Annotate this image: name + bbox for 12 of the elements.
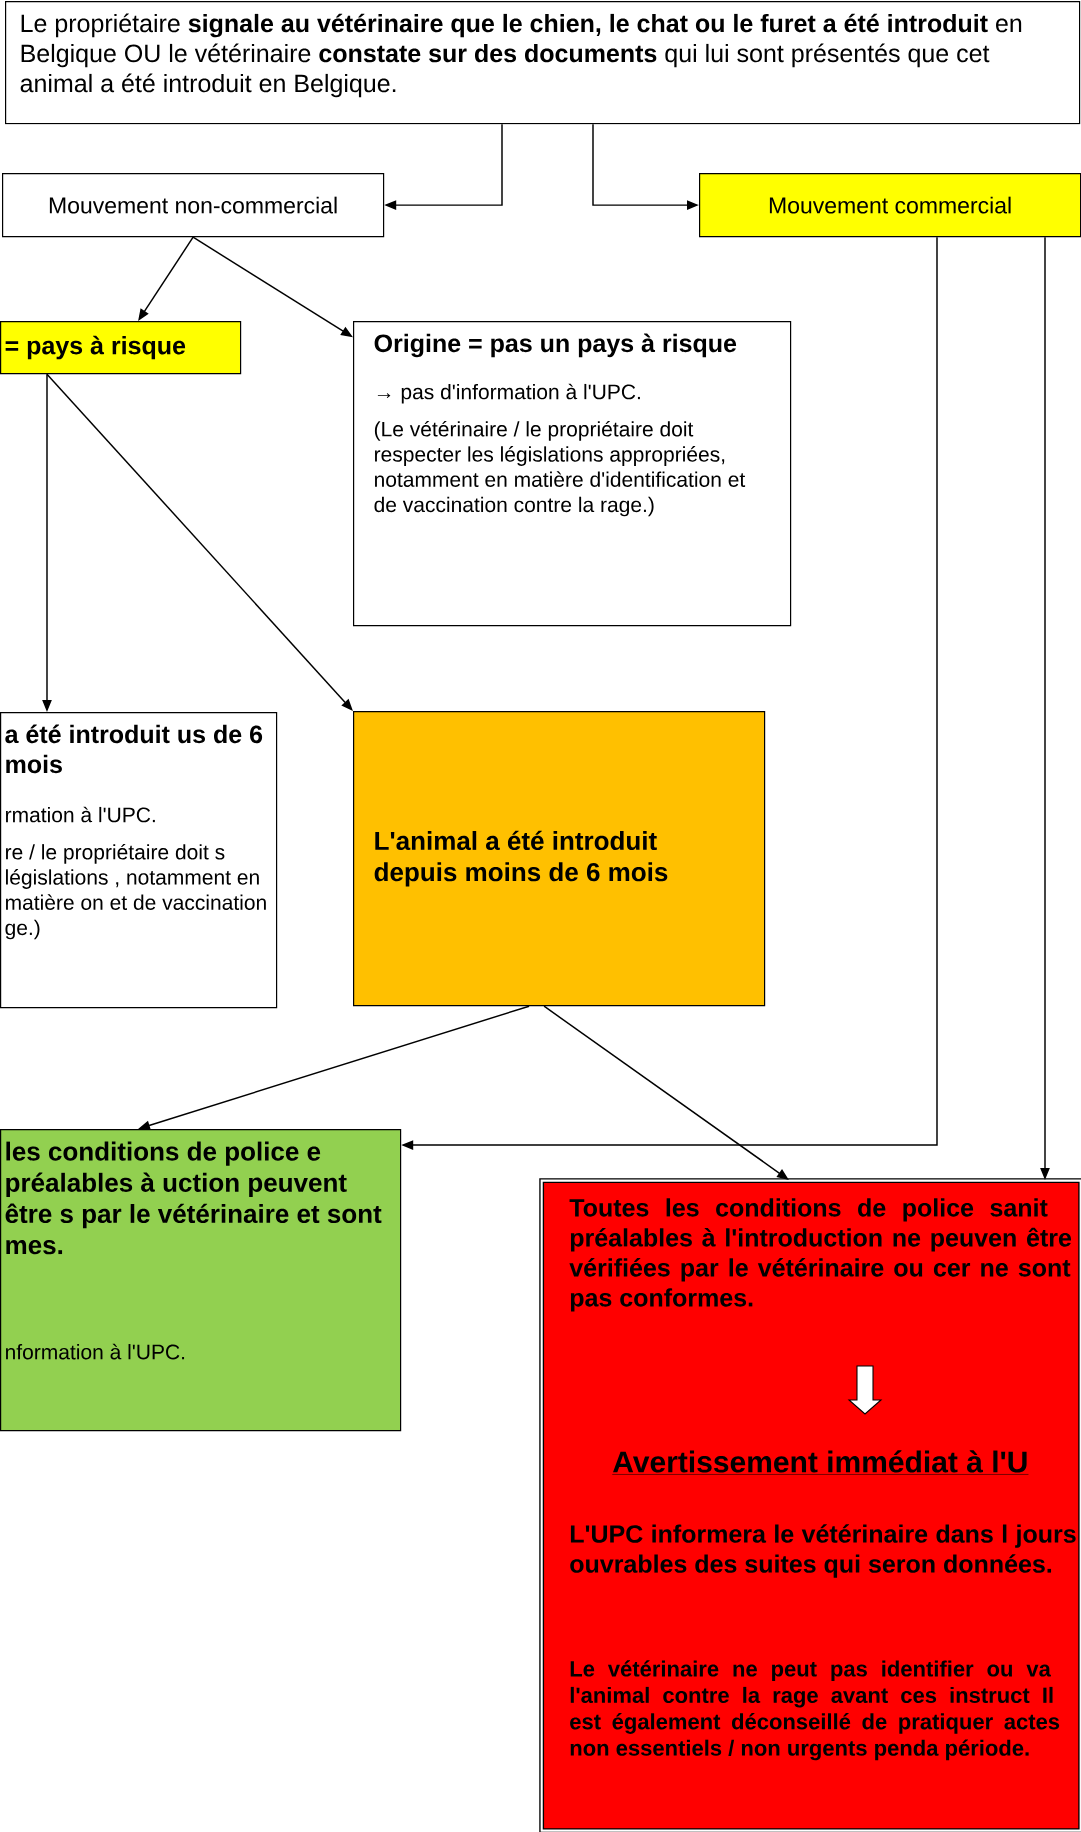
process-box: = pays à risque — [0, 321, 242, 375]
arrow — [46, 373, 353, 711]
process-box: L'animal a été introduit depuis moins de 6 mois — [353, 711, 766, 1007]
process-box: Mouvement commercial — [699, 173, 1081, 238]
process-box: Mouvement non-commercial — [2, 173, 385, 238]
arrow — [543, 1005, 789, 1180]
warning-box: Toutes les conditions de police sanit préalables à l'introduction ne peuven être vérifiées par le vétérinaire ou cer ne sont pas conformes. Avertissement immédiat à l'U L'UPC informera le vétérinaire dans l jours ouvrables des suites qui seron données. Le vétérinaire ne peut pas identifier ou va l'animal contre la rage avant ces instruct Il est également déconseillé de pratiquer actes non essentiels / non urgents penda période. — [539, 1178, 1081, 1832]
text-box: Origine = pas un pays à risque → pas d'information à l'UPC. (Le vétérinaire / le propriétaire doit respecter les législations appropriées, notamment en matière d'identification et de vaccination contre la rage.) — [353, 321, 792, 627]
text-box: a été introduit us de 6 mois rmation à l'UPC. re / le propriétaire doit s législations , notamment en matière on et de vaccination ge.) — [0, 712, 278, 1009]
result-box: les conditions de police e préalables à uction peuvent être s par le vétérinaire et sont mes. nformation à l'UPC. — [0, 1129, 402, 1432]
text-box: Le propriétaire signale au vétérinaire que le chien, le chat ou le furet a été introduit en Belgique OU le vétérinaire constate sur des documents qui lui sont présentés que cet animal a été introduit en Belgique. — [5, 1, 1081, 125]
arrow — [138, 236, 194, 321]
